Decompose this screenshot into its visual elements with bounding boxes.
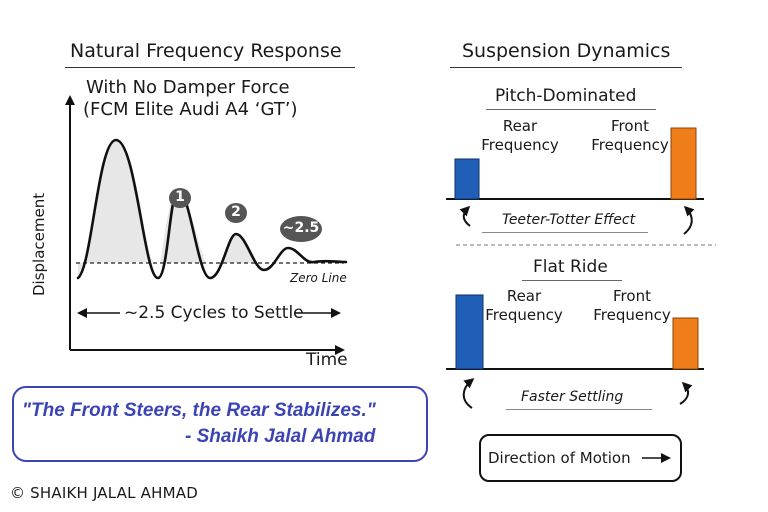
marker-2 bbox=[225, 203, 247, 223]
faster-settling-underline bbox=[506, 409, 652, 410]
pitch-front-label: Front Frequency bbox=[591, 117, 669, 154]
marker-1 bbox=[169, 188, 191, 208]
left-title-underline bbox=[65, 67, 355, 68]
response-curve bbox=[76, 138, 348, 280]
flat-rear-arrow bbox=[462, 378, 475, 409]
y-axis-label: Displacement bbox=[30, 192, 48, 296]
quote-author: - Shaikh Jalal Ahmad bbox=[185, 426, 376, 447]
flat-rear-label: Rear Frequency bbox=[485, 287, 563, 324]
marker-2-5 bbox=[280, 216, 322, 242]
faster-settling-label: Faster Settling bbox=[521, 389, 624, 405]
cycles-label: ~2.5 Cycles to Settle bbox=[124, 303, 304, 323]
x-axis-label: Time bbox=[306, 350, 348, 370]
teeter-totter-label: Teeter-Totter Effect bbox=[502, 212, 636, 228]
copyright-text: © SHAIKH JALAL AHMAD bbox=[10, 484, 198, 502]
right-title-underline bbox=[450, 67, 682, 68]
marker-2-label: 2 bbox=[231, 204, 241, 220]
teeter-totter-underline bbox=[482, 232, 648, 233]
flat-ride-underline bbox=[522, 280, 622, 281]
left-panel-title: Natural Frequency Response bbox=[70, 40, 342, 62]
right-panel-title: Suspension Dynamics bbox=[462, 40, 671, 62]
quote-box bbox=[12, 386, 428, 462]
pitch-rear-bar bbox=[454, 158, 480, 200]
pitch-rear-arrow bbox=[459, 205, 471, 227]
pitch-front-bar bbox=[670, 127, 697, 200]
pitch-title-underline bbox=[486, 109, 656, 110]
chart-subtitle-line1: With No Damper Force bbox=[86, 77, 290, 98]
marker-2-5-label: ~2.5 bbox=[282, 220, 320, 236]
direction-of-motion-label: Direction of Motion bbox=[488, 449, 631, 467]
quote-line-1: "The Front Steers, the Rear Stabilizes." bbox=[22, 400, 376, 421]
flat-front-bar bbox=[672, 317, 699, 370]
chart-subtitle-line2: (FCM Elite Audi A4 ‘GT’) bbox=[83, 99, 298, 120]
lobe-fill-1 bbox=[78, 140, 154, 278]
pitch-rear-label: Rear Frequency bbox=[481, 117, 559, 154]
flat-front-arrow bbox=[679, 381, 693, 405]
flat-ride-title: Flat Ride bbox=[533, 257, 608, 277]
zero-line-label: Zero Line bbox=[290, 271, 347, 285]
flat-rear-bar bbox=[455, 294, 484, 370]
pitch-front-arrow bbox=[683, 205, 695, 235]
pitch-title: Pitch-Dominated bbox=[495, 86, 637, 106]
marker-1-label: 1 bbox=[175, 189, 185, 205]
flat-front-label: Front Frequency bbox=[593, 287, 671, 324]
direction-of-motion-box bbox=[479, 434, 682, 482]
